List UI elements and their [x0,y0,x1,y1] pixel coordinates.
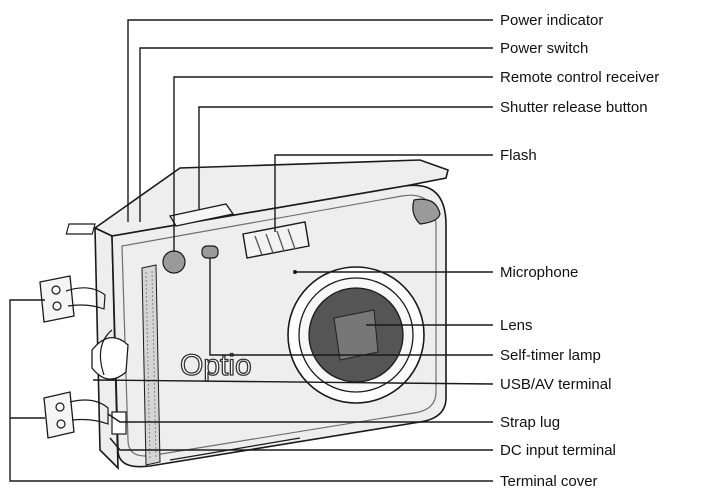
part-labels: Power indicator Power switch Remote cont… [500,12,659,490]
leader-power-switch [139,47,493,222]
leader-usb-av-terminal [92,379,494,385]
label-lens: Lens [500,317,533,334]
leader-strap-lug [107,413,493,423]
label-remote-control-receiver: Remote control receiver [500,69,659,86]
label-usb-av-terminal: USB/AV terminal [500,376,611,393]
label-flash: Flash [500,147,537,164]
leader-flash [274,154,493,232]
label-power-switch: Power switch [500,40,588,57]
leader-remote-control-receiver [173,76,493,252]
label-strap-lug: Strap lug [500,414,560,431]
leader-power-indicator [127,19,493,222]
leader-self-timer-lamp [209,258,493,356]
camera-illustration: Optio [39,159,449,470]
leader-dc-input-terminal [109,437,493,451]
label-microphone: Microphone [500,264,578,281]
label-shutter-release-button: Shutter release button [500,99,648,116]
leader-lines [9,19,494,482]
label-terminal-cover: Terminal cover [500,473,598,490]
camera-logo: Optio [180,349,252,382]
leader-shutter-release-button [198,106,493,210]
label-power-indicator: Power indicator [500,12,603,29]
leader-terminal-cover [9,299,493,482]
label-dc-input-terminal: DC input terminal [500,442,616,459]
label-self-timer-lamp: Self-timer lamp [500,347,601,364]
